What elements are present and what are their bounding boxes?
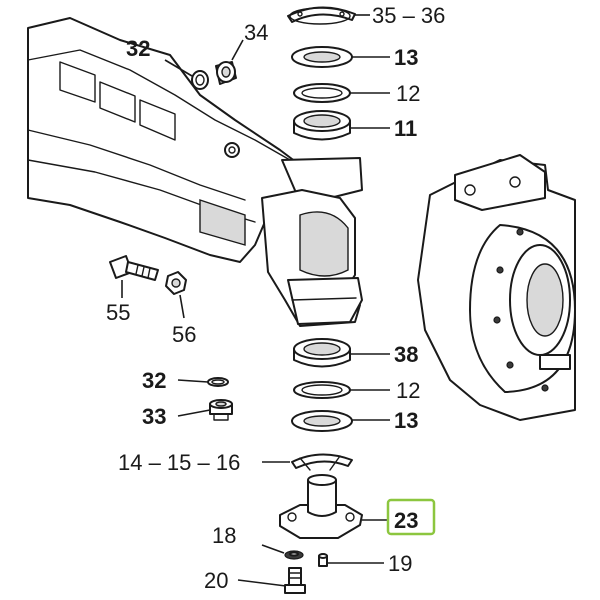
label-11: 11 — [394, 116, 417, 141]
part-33-plug — [209, 399, 233, 421]
label-13-top: 13 — [394, 45, 418, 70]
label-12-top: 12 — [396, 81, 420, 106]
highlight-box-23 — [386, 498, 436, 536]
part-55-bolt — [109, 255, 159, 281]
part-34-breather — [215, 61, 237, 85]
part-13-top-seal — [291, 46, 353, 68]
axle-housing — [27, 17, 301, 263]
part-35-36-circlip — [287, 6, 356, 25]
label-55: 55 — [106, 300, 130, 325]
part-23-pivot-pin — [279, 474, 363, 539]
part-13-lower-seal — [291, 410, 353, 432]
part-19-grease-nipple — [318, 553, 328, 567]
part-12-lower-shim — [293, 381, 351, 399]
label-38: 38 — [394, 342, 418, 367]
label-20: 20 — [204, 568, 228, 593]
part-32-mid-o-ring — [207, 377, 229, 387]
label-18: 18 — [212, 523, 236, 548]
part-38-bearing — [293, 338, 351, 368]
label-33: 33 — [142, 404, 166, 429]
callout-labels: 35 – 36 34 32 13 12 11 55 56 38 32 12 33… — [106, 3, 445, 593]
label-32-top: 32 — [126, 36, 150, 61]
part-56-nut — [165, 271, 187, 295]
wheel-hub — [417, 154, 576, 421]
label-34: 34 — [244, 20, 268, 45]
label-19: 19 — [388, 551, 412, 576]
label-23: 23 — [394, 508, 418, 533]
part-11-bearing — [293, 110, 351, 141]
label-32-mid: 32 — [142, 368, 166, 393]
label-35-36: 35 – 36 — [372, 3, 445, 28]
label-14-15-16: 14 – 15 – 16 — [118, 450, 240, 475]
leader-lines — [121, 14, 390, 587]
label-13-mid: 13 — [394, 408, 418, 433]
part-12-top-shim — [293, 83, 351, 103]
axle-knuckle — [261, 157, 363, 327]
part-32-top-o-ring — [191, 70, 209, 90]
part-18-washer — [284, 550, 304, 560]
label-12-mid: 12 — [396, 378, 420, 403]
label-56: 56 — [172, 322, 196, 347]
part-14-15-16-circlip — [291, 453, 353, 471]
part-20-bolt — [284, 567, 306, 594]
